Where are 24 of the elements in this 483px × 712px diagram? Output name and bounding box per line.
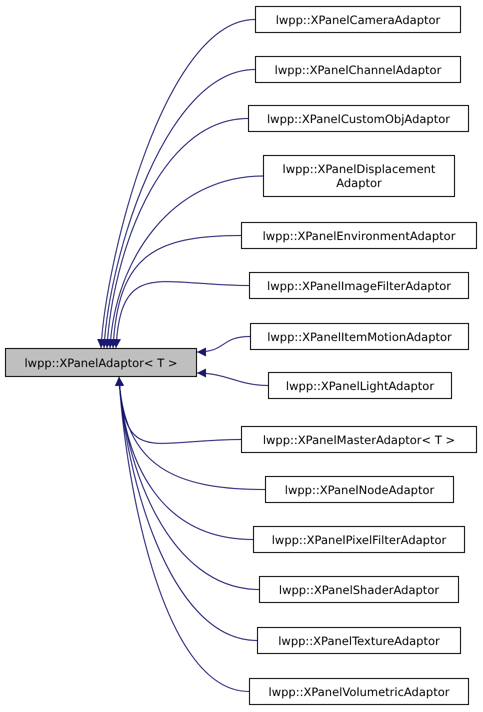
class-node: lwpp::XPanelTextureAdaptor: [257, 627, 461, 654]
class-node: lwpp::XPanelVolumetricAdaptor: [249, 678, 469, 705]
inheritance-arrow: [196, 368, 268, 386]
class-node: lwpp::XPanelEnvironmentAdaptor: [241, 222, 477, 249]
inheritance-arrow: [103, 118, 248, 348]
class-node: lwpp::XPanelAdaptor< T >: [5, 348, 197, 377]
class-node: lwpp::XPanelShaderAdaptor: [259, 576, 459, 603]
class-node: lwpp::XPanelMasterAdaptor< T >: [241, 426, 477, 453]
inheritance-arrow: [109, 235, 242, 348]
class-node: lwpp::XPanelCameraAdaptor: [255, 6, 461, 33]
class-node: lwpp::XPanelImageFilterAdaptor: [249, 272, 469, 299]
inheritance-arrow: [97, 19, 256, 348]
inheritance-arrow: [106, 176, 264, 348]
class-node: lwpp::XPanelCustomObjAdaptor: [248, 105, 469, 132]
class-node: lwpp::XPanelLightAdaptor: [268, 372, 452, 399]
class-node: lwpp::XPanelItemMotionAdaptor: [250, 323, 469, 350]
class-node: lwpp::XPanelChannelAdaptor: [255, 56, 461, 83]
class-node: lwpp::XPanelDisplacement Adaptor: [263, 155, 455, 197]
inheritance-arrow: [100, 69, 256, 348]
class-node: lwpp::XPanelPixelFilterAdaptor: [253, 526, 465, 553]
inheritance-arrow: [112, 281, 250, 348]
class-node: lwpp::XPanelNodeAdaptor: [265, 476, 454, 503]
inheritance-arrow: [196, 336, 250, 356]
inheritance-arrow: [115, 376, 250, 692]
